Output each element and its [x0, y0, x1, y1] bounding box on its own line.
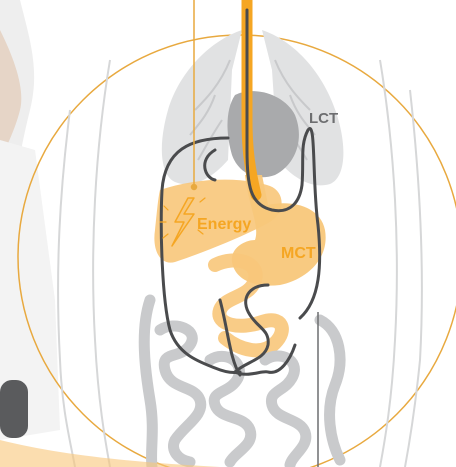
- lct-label: LCT: [309, 111, 338, 126]
- mct-label: MCT: [281, 246, 316, 262]
- energy-label: Energy: [197, 217, 251, 233]
